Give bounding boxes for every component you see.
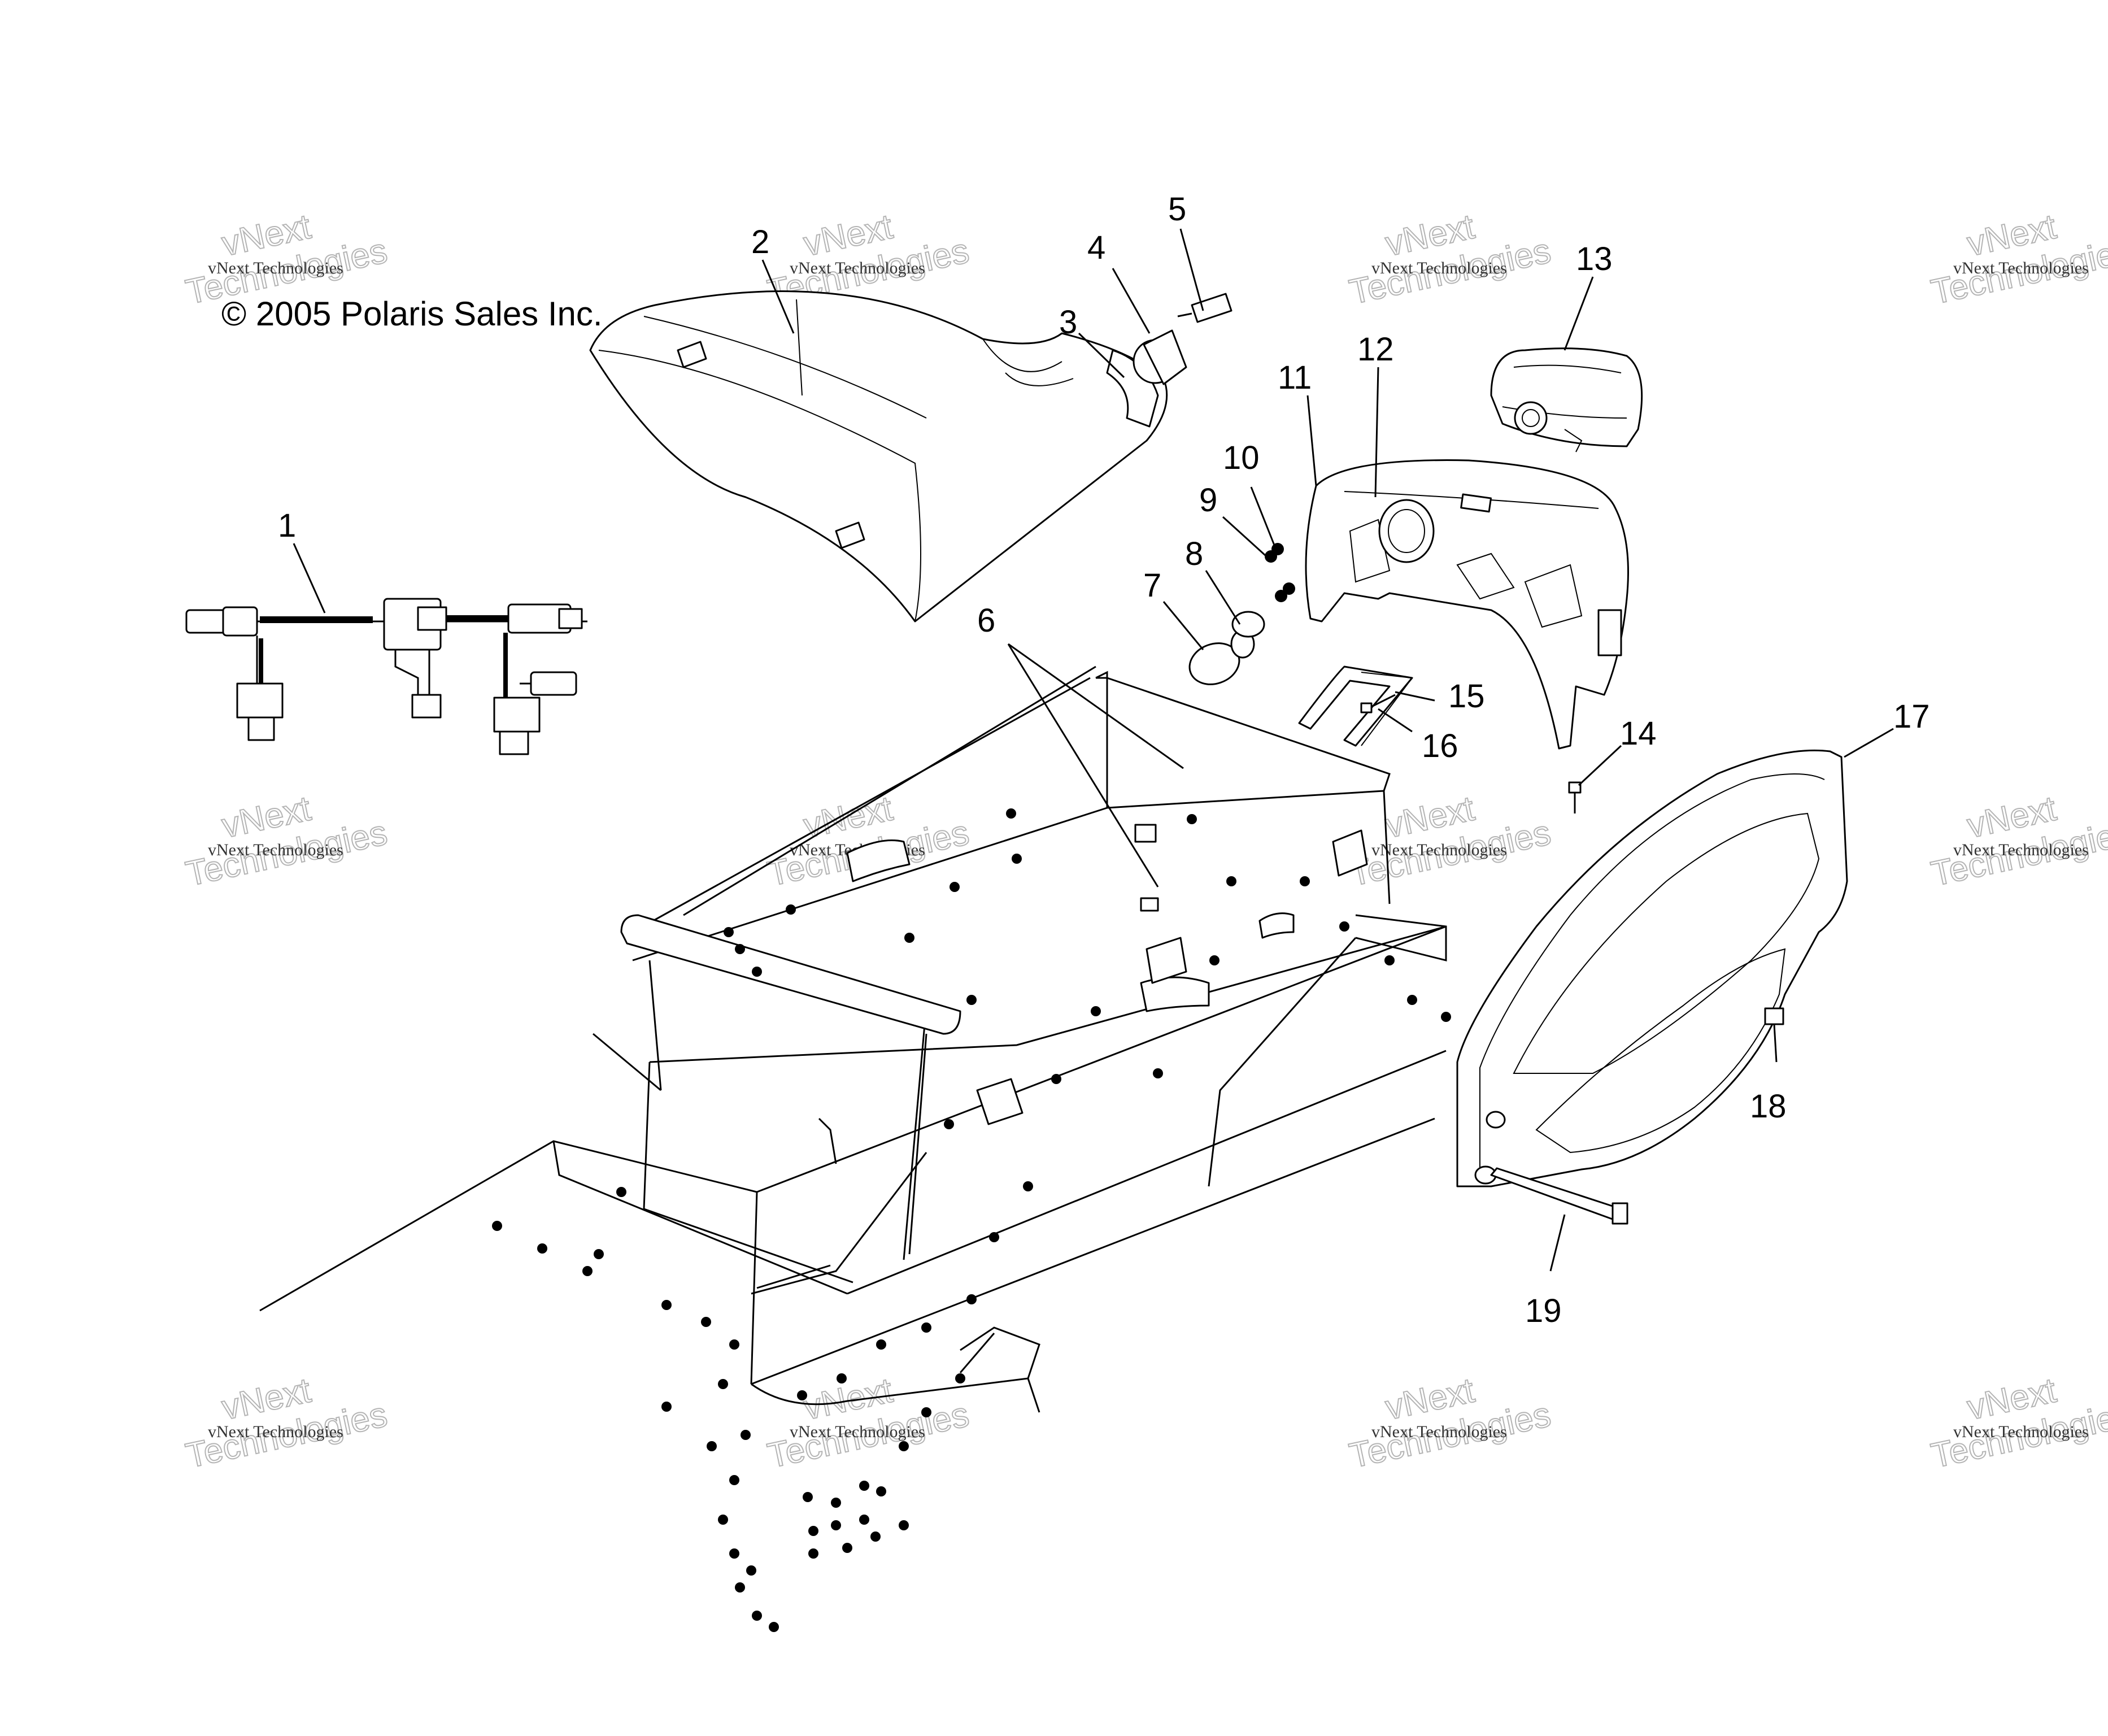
- callout-14: 14: [1620, 715, 1657, 752]
- part-seat: [589, 290, 1168, 623]
- watermark-small: vNext Technologies: [1953, 841, 2089, 859]
- part-lock-assembly: [1106, 293, 1232, 428]
- watermark: vNext Technologies: [1927, 789, 2108, 895]
- callout-3: 3: [1059, 304, 1077, 341]
- part-wiring-harness: [185, 598, 587, 755]
- callout-labels: 1 2 3 4 5 6 7 8 9 10 11 12 13 14 15 16 1…: [278, 191, 1930, 1329]
- watermark-small: vNext Technologies: [1371, 841, 1507, 859]
- part-bracket-and-fasteners: [1298, 665, 1582, 813]
- watermark-small: vNext Technologies: [1953, 259, 2089, 277]
- watermark: vNext Technologies: [764, 1370, 973, 1477]
- watermark-small: vNext Technologies: [790, 259, 925, 277]
- watermark-small: vNext Technologies: [1953, 1422, 2089, 1441]
- part-taillight-lens: [1490, 347, 1643, 453]
- watermark: vNext Technologies: [182, 789, 391, 895]
- callout-15: 15: [1448, 678, 1485, 715]
- callout-10: 10: [1223, 440, 1260, 476]
- watermark-small: vNext Technologies: [1371, 1422, 1507, 1441]
- callout-13: 13: [1576, 241, 1613, 277]
- callout-17: 17: [1893, 698, 1930, 735]
- callout-11: 11: [1278, 359, 1312, 396]
- watermark-small: vNext Technologies: [208, 259, 343, 277]
- callout-12: 12: [1357, 331, 1394, 368]
- callout-6: 6: [977, 602, 995, 639]
- callout-2: 2: [751, 224, 769, 260]
- callout-5: 5: [1168, 191, 1186, 228]
- callout-1: 1: [278, 507, 296, 544]
- leader-lines: [293, 228, 1894, 1272]
- watermark-small: vNext Technologies: [208, 841, 343, 859]
- part-lamp-reflector: [1378, 499, 1435, 563]
- copyright-text: © 2005 Polaris Sales Inc.: [221, 295, 603, 333]
- watermark-small: vNext Technologies: [1371, 259, 1507, 277]
- watermark: vNext Technologies: [1345, 1370, 1554, 1477]
- callout-9: 9: [1199, 482, 1217, 519]
- callout-19: 19: [1525, 1293, 1562, 1329]
- callout-18: 18: [1750, 1088, 1787, 1125]
- watermark: vNext Technologies: [182, 207, 391, 313]
- watermark: vNext Technologies: [1345, 207, 1554, 313]
- watermark: vNext Technologies: [1927, 207, 2108, 313]
- callout-8: 8: [1185, 536, 1203, 572]
- part-side-panel: [1456, 749, 1848, 1225]
- part-tunnel-chassis: [259, 665, 1451, 1632]
- watermark-small: vNext Technologies: [790, 1422, 925, 1441]
- watermark: vNext Technologies: [182, 1370, 391, 1477]
- callout-4: 4: [1087, 229, 1105, 266]
- watermark: vNext Technologies: [1927, 1370, 2108, 1477]
- watermark-small: vNext Technologies: [208, 1422, 343, 1441]
- callout-7: 7: [1143, 567, 1161, 604]
- callout-16: 16: [1422, 728, 1458, 764]
